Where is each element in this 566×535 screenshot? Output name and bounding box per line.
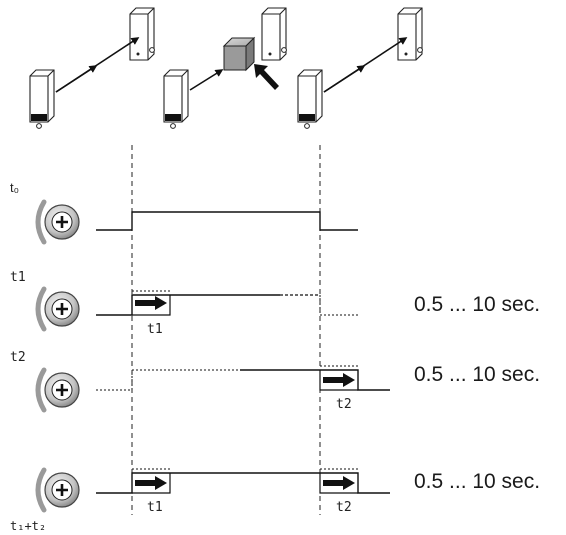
duration-label: 0.5 ... 10 sec.: [414, 470, 540, 493]
row-t0: t₀: [10, 180, 358, 242]
delay-label: t1: [147, 322, 163, 337]
teach-button-icon[interactable]: [38, 370, 79, 410]
signal-waveform: [96, 294, 280, 316]
signal-waveform: [240, 369, 390, 391]
scene-beam-restored: [297, 7, 423, 129]
delay-label: t1: [147, 500, 163, 515]
photoelectric-sensor-icon: [397, 7, 423, 61]
duration-label: 0.5 ... 10 sec.: [414, 293, 540, 316]
photoelectric-sensor-icon: [29, 69, 55, 129]
row-t2: t2 t2 0.5 ... 10 sec.: [10, 350, 540, 412]
teach-button-icon[interactable]: [38, 289, 79, 329]
signal-waveform: [96, 211, 358, 231]
photoelectric-sensor-icon: [261, 7, 287, 61]
delay-arrow-icon: [323, 373, 355, 387]
push-arrow-icon: [254, 64, 279, 90]
duration-label: 0.5 ... 10 sec.: [414, 363, 540, 386]
mode-label: t2: [10, 350, 26, 365]
row-t1: t1 t1 0.5 ... 10 sec.: [10, 270, 540, 337]
delay-arrow-icon: [323, 476, 355, 490]
teach-button-icon[interactable]: [38, 470, 79, 510]
mode-label: t₀: [10, 180, 19, 195]
scene-beam-interrupted: [163, 7, 287, 129]
photoelectric-sensor-icon: [163, 69, 189, 129]
photoelectric-sensor-icon: [297, 69, 323, 129]
delay-arrow-icon: [135, 296, 167, 310]
scene-beam-uninterrupted: [29, 7, 155, 129]
photoelectric-sensor-icon: [129, 7, 155, 61]
delay-label: t2: [336, 500, 352, 515]
delay-label: t2: [336, 397, 352, 412]
delay-arrow-icon: [135, 476, 167, 490]
object-cube-icon: [222, 36, 256, 72]
mode-label: t₁+t₂: [10, 519, 46, 533]
teach-button-icon[interactable]: [38, 202, 79, 242]
mode-label: t1: [10, 270, 26, 285]
row-t1t2: t₁+t₂ t1 t2 0.5 ... 10 sec.: [10, 469, 540, 533]
